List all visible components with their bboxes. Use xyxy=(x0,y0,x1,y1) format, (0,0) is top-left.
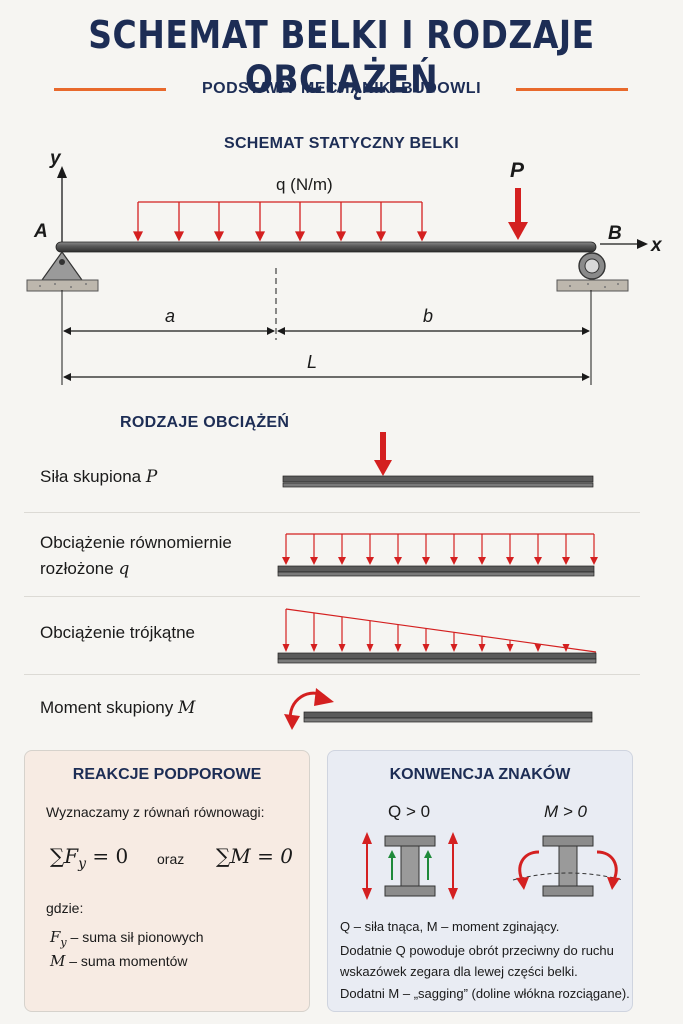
sign-convention-panel: KONWENCJA ZNAKÓW xyxy=(327,750,633,1012)
triangular-load-arrow xyxy=(478,636,486,652)
dim-label-L: L xyxy=(307,352,317,372)
sign-note-3: wskazówek zegara dla lewej części belki. xyxy=(340,964,578,979)
reactions-def-m: M – suma momentów xyxy=(50,952,188,970)
load-type-point-text: Siła skupiona xyxy=(40,467,146,486)
pin-support-a xyxy=(26,250,99,292)
point-load-arrow xyxy=(508,188,528,240)
load-type-uniform-symbol: q xyxy=(118,559,130,579)
load-type-moment-label: Moment skupiony M xyxy=(40,695,195,721)
shear-positive-label: Q > 0 xyxy=(388,802,431,821)
uniform-load-arrow xyxy=(310,534,318,565)
uniform-load-arrow xyxy=(562,534,570,565)
reactions-heading: REAKCJE PODPOROWE xyxy=(72,766,262,783)
eq1-sub: y xyxy=(78,856,87,872)
def1-sub: y xyxy=(60,935,67,949)
subtitle: PODSTAWY MECHANIKI BUDOWLI xyxy=(201,80,482,97)
sign-note-4: Dodatni M – „sagging” (doline włókna roz… xyxy=(340,986,630,1001)
beam xyxy=(55,241,597,253)
sign-convention-diagram xyxy=(362,832,624,900)
subtitle-rule-left xyxy=(54,88,166,91)
reactions-intro: Wyznaczamy z równań równowagi: xyxy=(46,804,265,820)
equation-conjunction: oraz xyxy=(157,851,185,867)
y-axis-label: y xyxy=(49,148,62,169)
reactions-where: gdzie: xyxy=(46,900,84,916)
separator xyxy=(24,596,640,597)
separator xyxy=(24,512,640,513)
equation-sum-fy: ∑Fy = 0 xyxy=(50,844,128,872)
uniform-load-arrow xyxy=(338,534,346,565)
support-b-label: B xyxy=(608,223,622,244)
uniform-load-arrow xyxy=(506,534,514,565)
uniform-load-arrow xyxy=(478,534,486,565)
load-type-uniform-diagram xyxy=(277,533,598,577)
shear-red-arrow-right xyxy=(448,832,458,900)
dim-label-a: a xyxy=(165,306,175,326)
shear-red-arrow-left xyxy=(362,832,372,900)
x-axis-label: x xyxy=(650,235,663,256)
page-title: SCHEMAT BELKI I RODZAJE OBCIĄŻEŃ xyxy=(88,12,595,102)
uniform-load-arrow xyxy=(534,534,542,565)
distributed-load xyxy=(132,201,428,242)
triangular-load-arrow xyxy=(422,628,430,652)
load-types-heading: RODZAJE OBCIĄŻEŃ xyxy=(120,414,290,431)
load-type-uniform-label: Obciążenie równomiernie rozłożone q xyxy=(40,530,232,582)
load-type-uniform-text2: rozłożone xyxy=(40,559,119,578)
point-load-label: P xyxy=(510,159,525,182)
uniform-load-arrow xyxy=(366,534,374,565)
uniform-load-arrow xyxy=(282,534,290,565)
sign-convention-heading: KONWENCJA ZNAKÓW xyxy=(389,766,571,783)
reactions-def-fy: Fy – suma sił pionowych xyxy=(50,928,204,949)
triangular-load-arrow xyxy=(366,620,374,652)
load-type-point-label: Siła skupiona P xyxy=(40,464,157,490)
def2-text: – suma momentów xyxy=(65,953,188,969)
uniform-load-arrow xyxy=(450,534,458,565)
moment-arrow-left xyxy=(516,850,540,890)
triangular-load-arrow xyxy=(506,640,514,652)
load-type-moment-symbol: M xyxy=(177,698,196,718)
moment-element xyxy=(542,835,594,897)
shear-element xyxy=(384,835,436,897)
load-type-uniform-text: Obciążenie równomiernie xyxy=(40,533,232,552)
uniform-load-arrow xyxy=(422,534,430,565)
triangular-load-arrow xyxy=(310,612,318,652)
reactions-panel: REAKCJE PODPOROWE xyxy=(24,750,310,1012)
moment-arrow-right xyxy=(596,850,620,890)
load-type-point-diagram xyxy=(282,432,594,488)
sign-note-2: Dodatnie Q powoduje obrót przeciwny do r… xyxy=(340,943,614,958)
triangular-load-arrow xyxy=(282,609,290,652)
distributed-load-label: q (N/m) xyxy=(276,175,333,194)
subtitle-row: PODSTAWY MECHANIKI BUDOWLI xyxy=(0,76,683,102)
load-type-triangular-label: Obciążenie trójkątne xyxy=(40,623,195,642)
eq1-rhs: = 0 xyxy=(86,844,129,868)
load-type-moment-text: Moment skupiony xyxy=(40,698,178,717)
uniform-load-arrow xyxy=(590,534,598,565)
uniform-load-arrow xyxy=(394,534,402,565)
roller-support-b xyxy=(556,252,629,292)
def1-symbol: F xyxy=(50,928,61,946)
beam-scheme-heading: SCHEMAT STATYCZNY BELKI xyxy=(223,135,460,152)
triangular-load-arrow xyxy=(534,643,542,652)
support-a-label: A xyxy=(33,221,48,242)
load-type-triangular-diagram xyxy=(277,608,597,664)
def1-text: – suma sił pionowych xyxy=(66,929,204,945)
subtitle-rule-right xyxy=(516,88,628,91)
triangular-load-arrow xyxy=(562,644,570,652)
separator xyxy=(24,674,640,675)
load-type-point-symbol: P xyxy=(145,467,158,487)
x-axis xyxy=(600,239,648,249)
equation-sum-m: ∑M = 0 xyxy=(216,844,293,868)
shear-green-arrows xyxy=(388,850,432,880)
triangular-load-arrow xyxy=(338,616,346,652)
sign-note-1: Q – siła tnąca, M – moment zginający. xyxy=(340,919,560,934)
load-type-moment-diagram xyxy=(284,688,593,730)
moment-positive-label: M > 0 xyxy=(544,802,587,821)
def2-symbol: M xyxy=(50,952,66,970)
eq1-sum: ∑F xyxy=(50,844,79,868)
triangular-load-arrow xyxy=(394,624,402,652)
beam-scheme-diagram: y x A B q (N/m) P xyxy=(26,148,663,385)
dim-label-b: b xyxy=(423,306,433,326)
triangular-load-arrow xyxy=(450,632,458,652)
